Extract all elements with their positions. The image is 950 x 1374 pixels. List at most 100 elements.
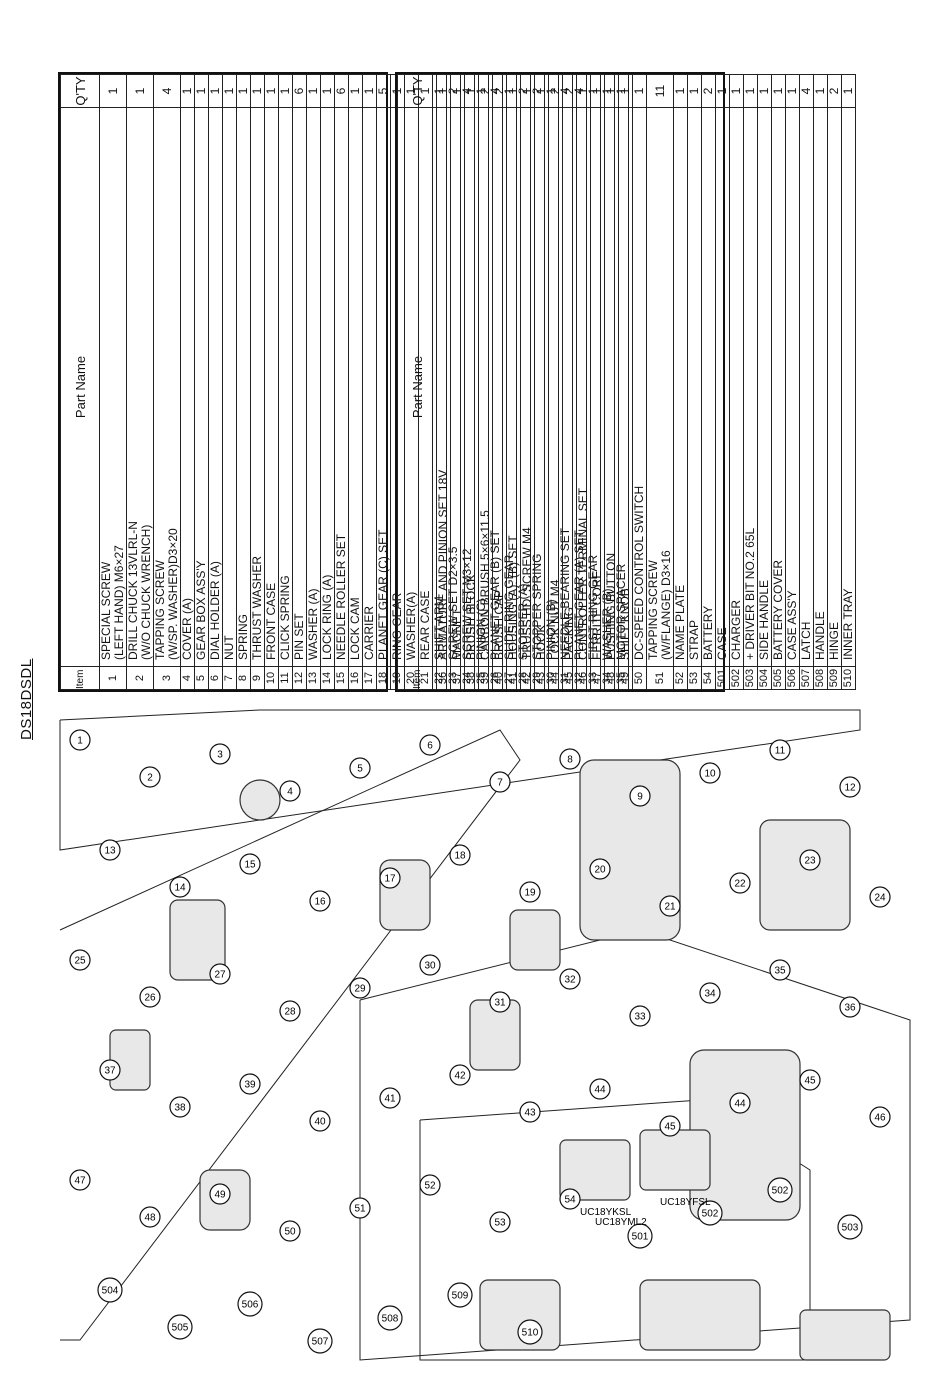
callout-4: 4 xyxy=(279,780,301,802)
part-name: LOCK CAM xyxy=(348,107,363,667)
part-name: TAPPING SCREW(W/FLANGE) D3×16 xyxy=(646,107,674,667)
callout-label: 47 xyxy=(74,1176,86,1187)
callout-label: 39 xyxy=(244,1080,256,1091)
callout-26: 26 xyxy=(139,986,161,1008)
callout-label: 50 xyxy=(284,1227,296,1238)
callout-circle xyxy=(419,1174,441,1196)
callout-label: 35 xyxy=(774,966,786,977)
callout-42: 42 xyxy=(449,1064,471,1086)
callout-36: 36 xyxy=(839,996,861,1018)
item-no: 4 xyxy=(180,666,195,690)
callout-circle xyxy=(699,762,721,784)
qty: 1 xyxy=(180,74,195,108)
item-no: 49 xyxy=(618,666,633,690)
charger-model-label: UC18YFSL xyxy=(660,1197,711,1208)
part-name: LOCK NUT M4 xyxy=(548,107,563,667)
qty: 2 xyxy=(701,74,716,108)
part-name: SHIFT KNOB xyxy=(618,107,633,667)
callout-50: 50 xyxy=(279,1220,301,1242)
callout-label: 6 xyxy=(427,741,433,752)
callout-circle xyxy=(349,757,371,779)
callout-circle xyxy=(279,1220,301,1242)
callout-circle xyxy=(659,895,681,917)
item-no: 39 xyxy=(478,666,493,690)
item-no: 509 xyxy=(827,666,842,690)
callout-label: 26 xyxy=(144,993,156,1004)
callout-circle xyxy=(97,1277,123,1303)
callout-44: 44 xyxy=(589,1078,611,1100)
part-name-line: HANDLE xyxy=(813,611,828,660)
drill-chuck-icon xyxy=(109,1029,151,1091)
qty: 1 xyxy=(813,74,828,108)
callout-21: 21 xyxy=(659,895,681,917)
item-no: 15 xyxy=(334,666,349,690)
callout-circle xyxy=(99,1059,121,1081)
qty: 1 xyxy=(520,74,535,108)
callout-label: 3 xyxy=(217,750,223,761)
qty: 1 xyxy=(785,74,800,108)
callout-label: 36 xyxy=(844,1003,856,1014)
callout-circle xyxy=(349,977,371,999)
callout-37: 37 xyxy=(99,1059,121,1081)
callout-5: 5 xyxy=(349,757,371,779)
part-name: NUT xyxy=(222,107,237,667)
item-no: 48 xyxy=(604,666,619,690)
callout-label: 27 xyxy=(214,970,226,981)
callout-label: 34 xyxy=(704,989,716,1000)
callout-9: 9 xyxy=(629,785,651,807)
callout-7: 7 xyxy=(489,771,511,793)
item-no: 507 xyxy=(799,666,814,690)
callout-label: 503 xyxy=(842,1223,859,1234)
header-part-name: Part Name xyxy=(397,107,437,667)
callout-502: 502 xyxy=(767,1177,793,1203)
part-name-line: STRAP xyxy=(687,619,702,660)
callout-circle xyxy=(839,776,861,798)
callout-circle xyxy=(767,1177,793,1203)
part-name: PLANET GEAR (C) SET xyxy=(376,107,391,667)
part-name: INNER TRAY xyxy=(841,107,856,667)
part-name: TAPPING SCREW(W/SP. WASHER)D3×20 xyxy=(153,107,181,667)
callout-circle xyxy=(419,954,441,976)
part-name: DC-SPEED CONTROL SWITCH xyxy=(632,107,647,667)
part-name-line: PUSHING BUTTON xyxy=(604,552,619,660)
callout-circle xyxy=(169,876,191,898)
item-no: 44 xyxy=(548,666,563,690)
callout-circle xyxy=(519,881,541,903)
callout-label: 510 xyxy=(522,1328,539,1339)
part-name-line: BRUSH BLOCK xyxy=(464,573,479,660)
header-qty: Q'TY xyxy=(60,74,100,108)
part-name-line: TRUSS HD. SCREW M4 xyxy=(520,527,535,660)
part-name-line: FERRITE CORE xyxy=(590,570,605,660)
callout-35: 35 xyxy=(769,959,791,981)
part-name-line: CLICK SPRING xyxy=(278,575,293,660)
callout-27: 27 xyxy=(209,963,231,985)
callout-circle xyxy=(69,1169,91,1191)
part-name: MAGNET xyxy=(450,107,465,667)
callout-circle xyxy=(239,853,261,875)
callout-circle xyxy=(237,1291,263,1317)
item-no: 42 xyxy=(520,666,535,690)
inner-tray-icon xyxy=(799,1309,891,1361)
item-no: 11 xyxy=(278,666,293,690)
callout-circle xyxy=(239,1073,261,1095)
part-name: TRUSS HD. SCREW M4 xyxy=(520,107,535,667)
qty: 1 xyxy=(436,74,451,108)
part-name-line2: (W/FLANGE) D3×16 xyxy=(659,550,673,660)
item-no: 504 xyxy=(757,666,772,690)
callout-circle xyxy=(379,867,401,889)
item-no: 43 xyxy=(534,666,549,690)
callout-label: 502 xyxy=(702,1209,719,1220)
item-no: 3 xyxy=(153,666,181,690)
callout-20: 20 xyxy=(589,858,611,880)
magnet-icon xyxy=(509,909,561,971)
callout-15: 15 xyxy=(239,853,261,875)
